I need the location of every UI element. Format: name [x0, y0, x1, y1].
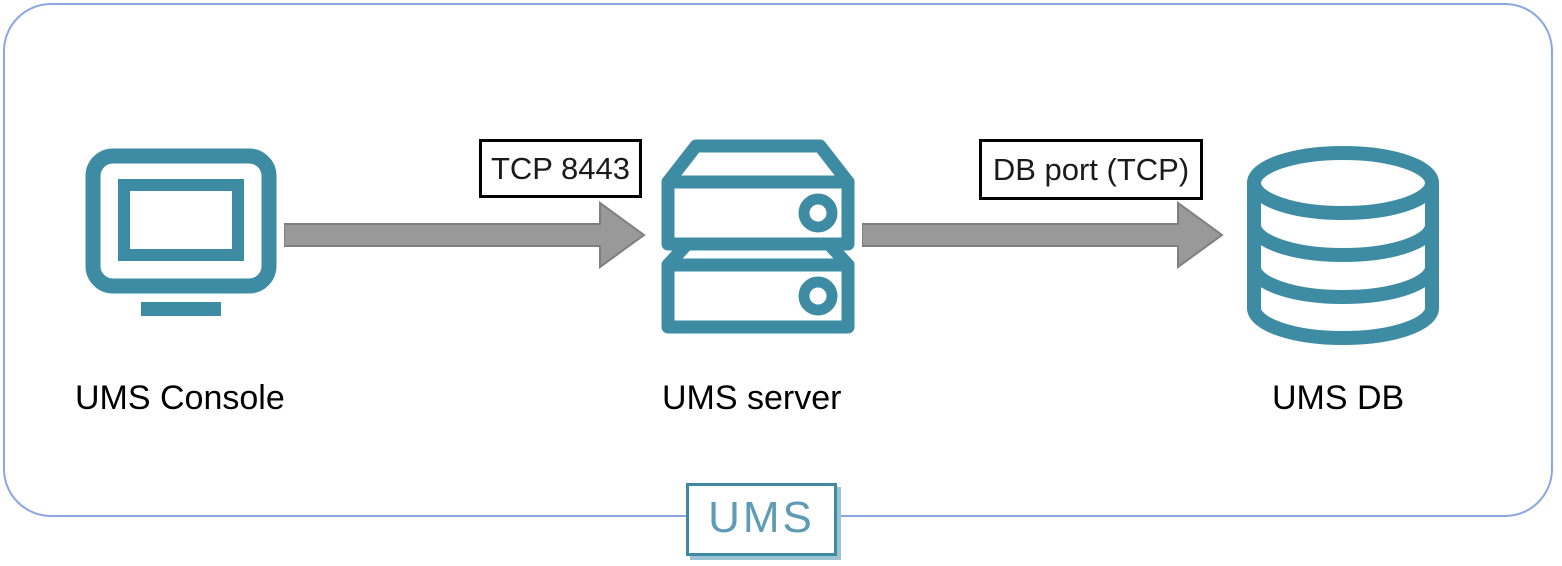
- node-label-ums-console: UMS Console: [75, 379, 285, 417]
- ums-badge-label: UMS: [708, 492, 815, 542]
- arrow-server-to-db: [862, 201, 1224, 269]
- database-icon: [1247, 146, 1439, 345]
- node-label-ums-db: UMS DB: [1272, 379, 1405, 417]
- port-label-tcp-8443: TCP 8443: [479, 139, 642, 198]
- port-label-text: DB port (TCP): [992, 151, 1190, 187]
- monitor-icon: [85, 148, 277, 316]
- port-label-db-port: DB port (TCP): [979, 139, 1203, 200]
- node-label-ums-server: UMS server: [662, 379, 842, 417]
- arrow-console-to-server: [284, 201, 646, 269]
- server-stack-icon: [661, 139, 855, 334]
- port-label-text: TCP 8443: [490, 150, 630, 186]
- ums-badge: UMS: [686, 483, 837, 556]
